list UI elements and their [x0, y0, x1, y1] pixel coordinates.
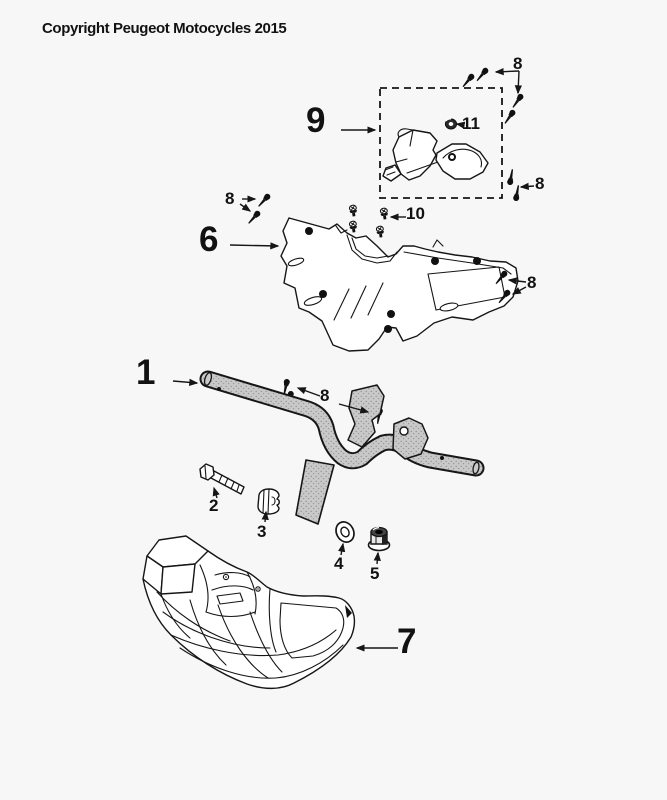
callout-11: 11 [462, 114, 480, 133]
part-6-under-cover [280, 217, 519, 352]
part-1-handlebar [199, 370, 485, 525]
callout-8-top-right: 8 [513, 54, 523, 73]
part-9-detail-box [379, 87, 503, 199]
screws-8-right [506, 168, 522, 202]
leader-lines [172, 68, 535, 652]
callout-6: 6 [199, 220, 219, 259]
callout-4: 4 [334, 554, 344, 573]
callout-2: 2 [209, 496, 219, 515]
copyright-text: Copyright Peugeot Motocycles 2015 [42, 20, 287, 37]
callout-9: 9 [306, 101, 326, 140]
callout-5: 5 [370, 564, 380, 583]
part-4-washer [335, 521, 355, 543]
callout-3: 3 [257, 522, 267, 541]
callout-8-handlebar: 8 [320, 386, 330, 405]
callout-8-panel-right: 8 [527, 273, 537, 292]
callout-7: 7 [397, 622, 417, 661]
part-5-lock-nut [367, 526, 391, 552]
callout-8-panel-left: 8 [225, 189, 235, 208]
callout-10: 10 [406, 204, 425, 223]
part-7-front-cover [142, 535, 356, 690]
nut-11 [444, 118, 458, 130]
callout-8-right: 8 [535, 174, 545, 193]
screws-8-panel-left [246, 192, 272, 226]
callout-1: 1 [136, 353, 156, 392]
screws-10 [348, 204, 390, 239]
part-3-bushing [257, 488, 280, 515]
plate-hole [448, 153, 456, 161]
part-2-hex-bolt [199, 463, 245, 495]
